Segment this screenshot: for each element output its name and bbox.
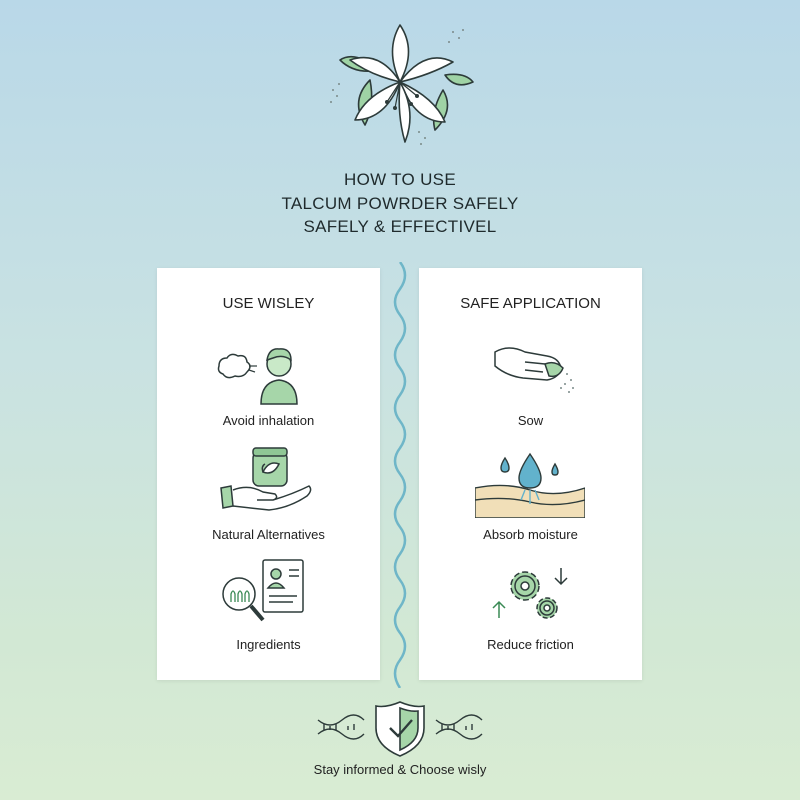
wavy-divider — [393, 262, 407, 688]
page-title-line-2: TALCUM POWRDER SAFELY — [281, 194, 519, 213]
hand-jar-icon — [220, 447, 312, 511]
footer-icons — [317, 701, 483, 757]
use-wisely-card: USE WISLEY Avoid inhalation Natural Alte… — [157, 268, 380, 680]
item-label-ingredients: Ingredients — [236, 637, 301, 652]
hand-powder-icon — [494, 347, 574, 393]
card-title: USE WISLEY — [222, 295, 315, 312]
shield-check-icon — [375, 701, 425, 757]
safe-application-card: SAFE APPLICATION Sow Absorb moisture — [419, 268, 642, 680]
item-label-natural-alternatives: Natural Alternatives — [212, 527, 325, 542]
water-drop-skin-icon — [475, 452, 585, 518]
gears-arrows-icon — [492, 568, 568, 619]
magnifier-document-icon — [222, 559, 304, 622]
page-title-line-3: SAFELY & EFFECTIVEL — [303, 217, 497, 236]
footer-tagline: Stay informed & Choose wisly — [313, 762, 487, 777]
lily-flower-icon — [330, 24, 474, 145]
person-exhale-icon — [217, 348, 298, 405]
item-label-reduce-friction: Reduce friction — [487, 637, 574, 652]
item-label-avoid-inhalation: Avoid inhalation — [222, 413, 315, 428]
item-label-sow: Sow — [517, 413, 544, 428]
dna-icon — [317, 714, 365, 740]
dna-icon — [435, 714, 483, 740]
card-title: SAFE APPLICATION — [460, 295, 601, 312]
item-label-absorb-moisture: Absorb moisture — [483, 527, 578, 542]
page-title-line-1: HOW TO USE — [344, 170, 456, 189]
